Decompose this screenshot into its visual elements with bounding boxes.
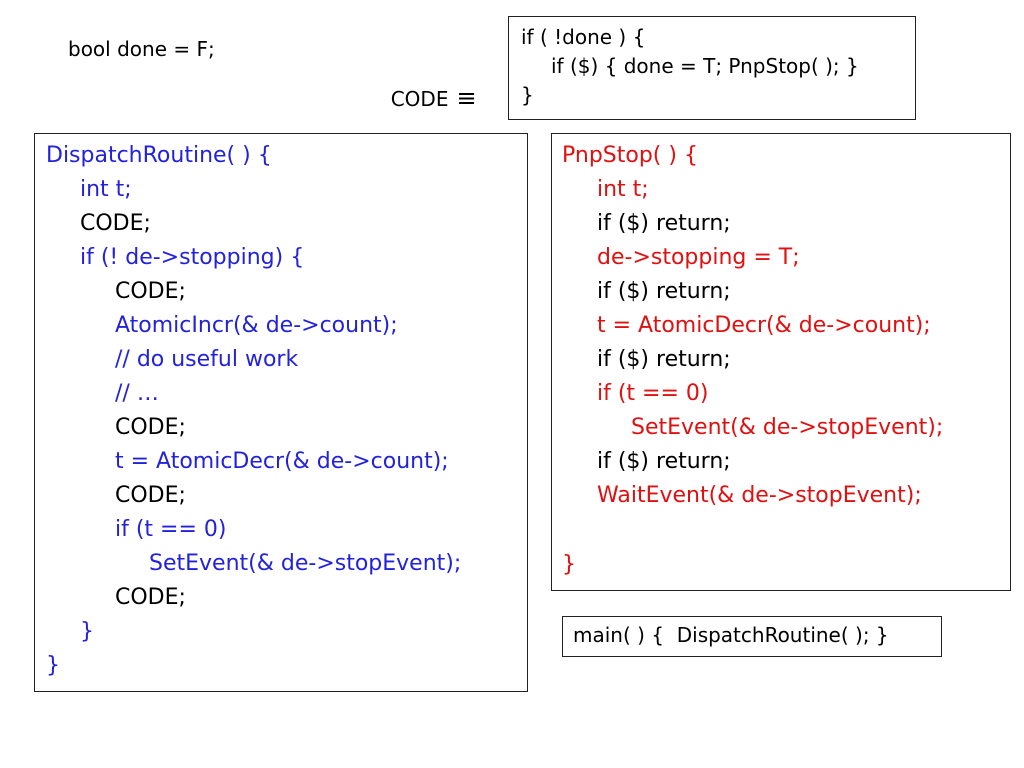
code-line: if (t == 0) — [115, 517, 227, 542]
code-line: } — [562, 552, 576, 577]
code-line: if ($) return; — [597, 211, 731, 236]
code-line: // do useful work — [115, 347, 299, 372]
code-line: CODE; — [115, 415, 186, 440]
code-line: if ($) return; — [597, 449, 731, 474]
code-line: t = AtomicDecr(& de->count); — [597, 313, 931, 338]
code-line: main( ) { DispatchRoutine( ); } — [573, 623, 889, 647]
code-line: AtomicIncr(& de->count); — [115, 313, 398, 338]
code-line: DispatchRoutine( ) { — [46, 143, 272, 168]
code-line: SetEvent(& de->stopEvent); — [149, 551, 462, 576]
code-line: SetEvent(& de->stopEvent); — [631, 415, 944, 440]
global-declaration: bool done = F; — [68, 37, 215, 61]
equivalence-symbol: ≡ — [456, 84, 477, 112]
pnp-stop-box: PnpStop( ) { int t; if ($) return; de->s… — [551, 133, 1011, 591]
code-line: CODE; — [115, 279, 186, 304]
dispatch-routine-box: DispatchRoutine( ) { int t; CODE; if (! … — [34, 133, 528, 692]
macro-line: if ($) { done = T; PnpStop( ); } — [551, 54, 859, 78]
code-line: } — [80, 619, 94, 644]
macro-line: } — [521, 83, 534, 107]
code-line: PnpStop( ) { — [562, 143, 698, 168]
code-macro-box: if ( !done ) { if ($) { done = T; PnpSto… — [508, 16, 916, 120]
code-line: if ($) return; — [597, 347, 731, 372]
code-line: if ($) return; — [597, 279, 731, 304]
code-line: // … — [115, 381, 159, 406]
code-line: de->stopping = T; — [597, 245, 800, 270]
code-line: CODE; — [80, 211, 151, 236]
macro-line: if ( !done ) { — [521, 25, 646, 49]
code-line: WaitEvent(& de->stopEvent); — [597, 483, 922, 508]
code-line: if (! de->stopping) { — [80, 245, 305, 270]
code-macro-definition: CODE ≡ — [378, 60, 477, 112]
code-macro-label: CODE — [390, 87, 449, 111]
main-function-box: main( ) { DispatchRoutine( ); } — [562, 616, 942, 657]
code-line: CODE; — [115, 585, 186, 610]
code-line: int t; — [80, 177, 132, 202]
code-line: int t; — [597, 177, 649, 202]
code-line: } — [46, 653, 60, 678]
code-line: if (t == 0) — [597, 381, 709, 406]
code-line: CODE; — [115, 483, 186, 508]
code-line: t = AtomicDecr(& de->count); — [115, 449, 449, 474]
